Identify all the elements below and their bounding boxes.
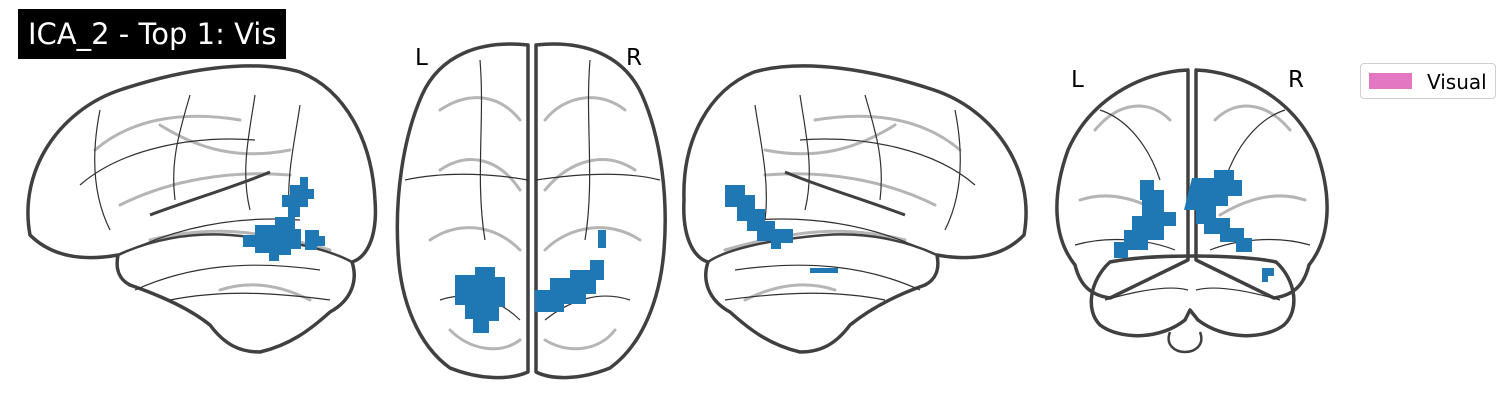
coronal-cerebellum <box>1089 254 1296 338</box>
legend-label: Visual <box>1427 70 1487 94</box>
axial-right-outline <box>534 42 667 380</box>
legend-swatch <box>1369 73 1412 89</box>
sagittal-right-outline <box>682 64 1028 354</box>
coronal-right-outline <box>1194 68 1329 300</box>
coronal-right-label: R <box>1288 67 1304 93</box>
coronal-activation-right <box>1184 170 1252 252</box>
coronal-left-outline <box>1055 68 1190 300</box>
sagittal-right-view <box>682 64 1028 354</box>
legend: Visual <box>1360 63 1496 99</box>
coronal-activation-left <box>1114 180 1176 258</box>
axial-right-label: R <box>626 45 642 71</box>
axial-activation-left <box>455 267 505 333</box>
sagittal-left-outline <box>26 64 378 354</box>
coronal-view <box>1055 68 1329 354</box>
coronal-left-label: L <box>1071 67 1084 93</box>
axial-left-outline <box>395 42 530 380</box>
axial-left-label: L <box>415 45 428 71</box>
axial-activation-right <box>535 260 604 312</box>
sagittal-left-activation <box>282 177 314 217</box>
sagittal-left-view <box>26 64 378 354</box>
sagittal-right-activation <box>725 185 793 249</box>
axial-view <box>395 42 667 380</box>
figure-title: ICA_2 - Top 1: Vis <box>18 9 287 59</box>
